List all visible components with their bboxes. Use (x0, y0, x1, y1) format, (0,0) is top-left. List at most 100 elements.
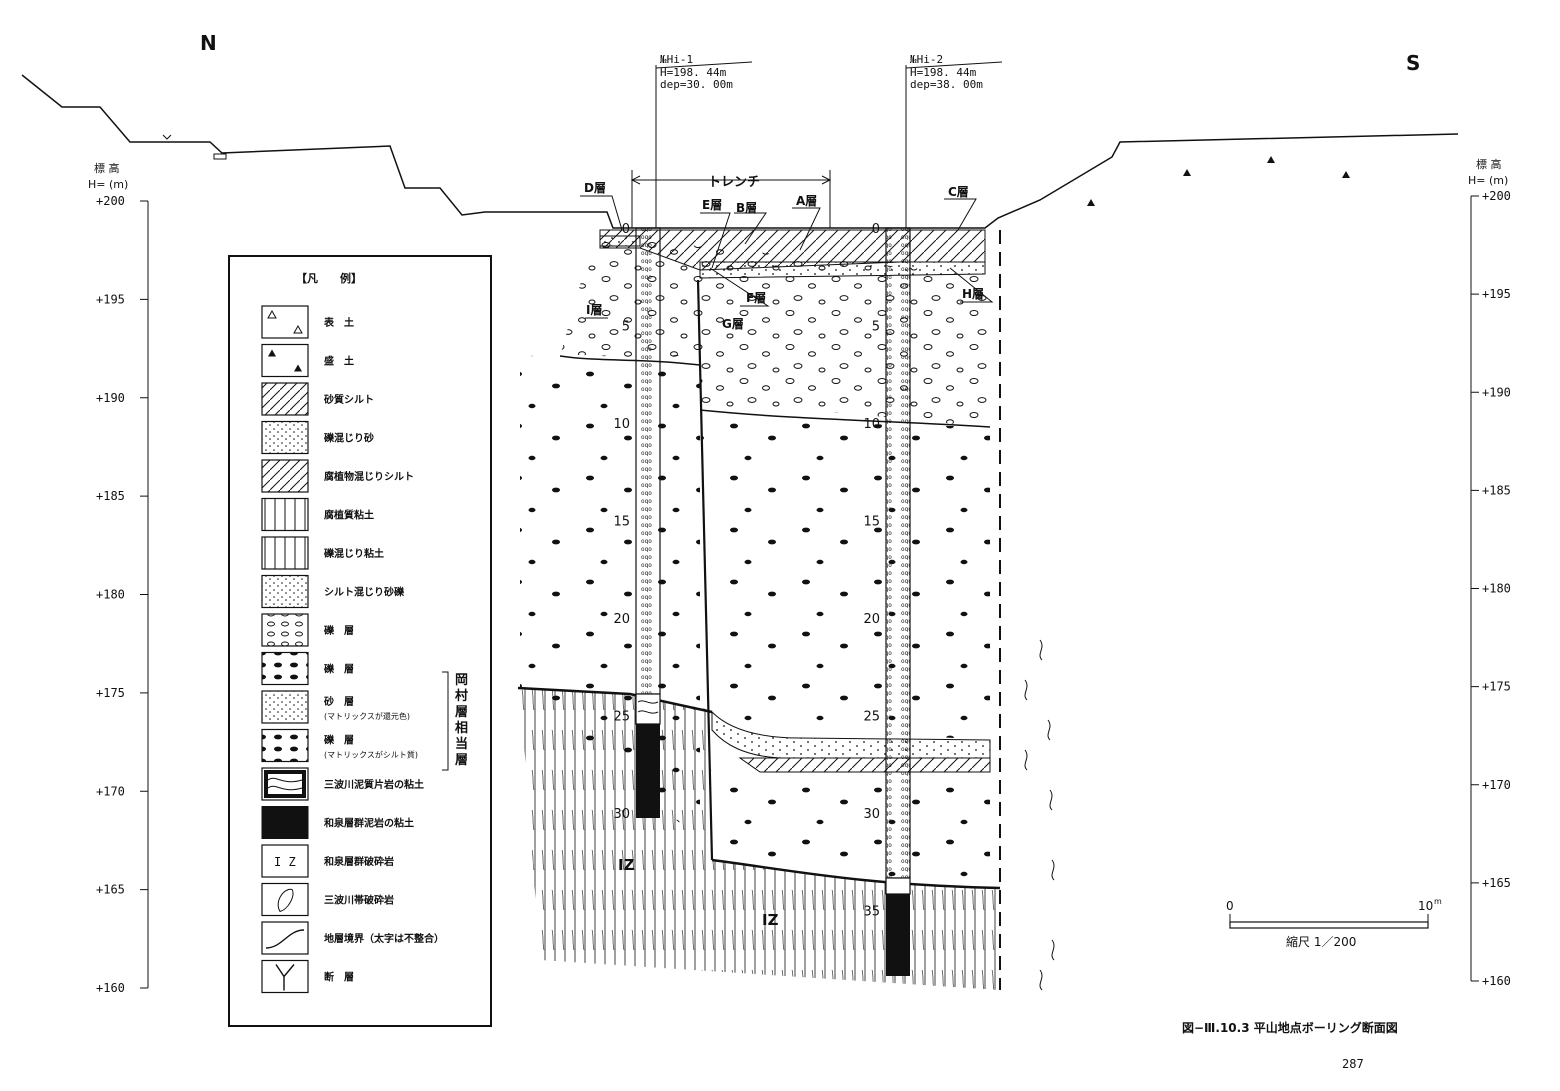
depth-mark: 5 (622, 320, 630, 335)
south-label: S (1406, 51, 1420, 75)
depth-mark: 25 (863, 710, 880, 725)
legend-item-label: 和泉層群破砕岩 (323, 855, 394, 868)
legend-title: 【凡 例】 (296, 271, 362, 285)
fill-marker (1267, 156, 1275, 163)
layer-H-label: H層 (962, 287, 984, 301)
trench-label: トレンチ (708, 175, 760, 190)
scale-start: 0 (1226, 899, 1234, 913)
ground-profile (21, 74, 1459, 229)
legend-swatch: I Z (261, 844, 309, 878)
layer-B-label: B層 (736, 201, 757, 215)
left-axis-tick-label: +190 (96, 391, 125, 405)
legend-swatch (261, 574, 309, 609)
elev-label-left-2: H= (m) (88, 178, 128, 191)
figure-caption: 図−Ⅲ.10.3 平山地点ボーリング断面図 (1182, 1020, 1398, 1035)
vegetation-symbol (162, 134, 172, 140)
gravel-unit-I (560, 238, 990, 427)
legend-swatch (261, 728, 309, 763)
okamura-gravel-east (700, 420, 990, 740)
legend-group-label-char: 当 (455, 736, 468, 752)
right-axis-tick-label: +200 (1482, 189, 1511, 203)
depth-mark: 35 (863, 905, 880, 920)
unconformity-line (711, 858, 1001, 890)
borehole-hi-2 (885, 61, 1003, 976)
legend-item-label: 礫混じり粘土 (324, 547, 384, 560)
legend-item-sublabel: (マトリックスがシルト質) (324, 750, 418, 760)
right-axis-tick-label: +190 (1482, 385, 1511, 399)
bh1-name: №Hi-1 (660, 53, 693, 66)
legend-swatch (261, 690, 309, 724)
legend-item-label: 三波川泥質片岩の粘土 (324, 778, 424, 791)
legend-item-label: 礫 層 (324, 734, 354, 747)
left-axis-tick-label: +175 (96, 686, 125, 700)
right-axis-tick-label: +160 (1482, 974, 1511, 988)
bh2-name: №Hi-2 (910, 53, 943, 66)
ditch-symbol (213, 153, 227, 160)
left-axis-tick-label: +160 (96, 981, 125, 995)
fill-marker (1087, 199, 1095, 206)
legend-item-label: 腐植質粘土 (324, 509, 374, 522)
depth-mark: 30 (613, 807, 630, 822)
legend-item-label: 三波川帯破砕岩 (324, 894, 394, 907)
legend-swatch (261, 882, 309, 917)
legend-item-sublabel: (マトリックスが還元色) (324, 711, 410, 721)
legend-item-label: 腐植物混じりシルト (324, 470, 414, 483)
legend-group-label-char: 村 (455, 688, 468, 704)
depth-mark: 25 (613, 710, 630, 725)
legend-item-label: 盛 土 (324, 355, 354, 368)
legend-swatch (261, 806, 309, 839)
boundary-line (699, 409, 991, 428)
depth-mark: 5 (872, 320, 880, 335)
legend-swatch (261, 613, 309, 647)
depth-mark: 20 (863, 612, 880, 627)
layer-A-label: A層 (796, 194, 817, 208)
depth-mark: 15 (613, 515, 630, 530)
legend-item-label: 礫 層 (324, 663, 354, 676)
layer-D-label: D層 (584, 181, 606, 195)
right-axis-tick-label: +175 (1482, 680, 1511, 694)
legend-item-label: 和泉層群泥岩の粘土 (323, 817, 414, 830)
left-axis-tick-label: +170 (96, 784, 125, 798)
elev-label-left-1: 標 高 (94, 161, 120, 175)
depth-mark: 20 (613, 612, 630, 627)
legend-group-label-char: 層 (455, 705, 468, 720)
legend-item-label: シルト混じり砂礫 (324, 586, 405, 599)
layer-G-label: G層 (722, 317, 744, 331)
fill-marker (1342, 171, 1350, 178)
legend-swatch (261, 459, 309, 493)
legend-item-label: 礫 層 (324, 624, 354, 637)
scale-bar (1229, 914, 1429, 929)
unconformity-line (517, 686, 713, 714)
legend-item-label: 礫混じり砂 (324, 432, 374, 445)
legend-swatch (261, 382, 309, 416)
left-axis-tick-label: +180 (96, 588, 125, 602)
right-axis-tick-label: +170 (1482, 778, 1511, 792)
legend-group-label-char: 岡 (455, 673, 468, 688)
right-axis-tick-label: +180 (1482, 582, 1511, 596)
sanbagawa-symbols (1024, 639, 1055, 991)
legend-iz-text: I Z (274, 855, 296, 869)
page-number: 287 (1342, 1057, 1364, 1071)
depth-mark: 10 (863, 417, 880, 432)
layer-F-label: F層 (746, 291, 766, 305)
scale-end: 10 (1418, 899, 1433, 913)
legend-swatch (261, 343, 309, 378)
left-axis-tick-label: +195 (96, 292, 125, 306)
scale-caption: 縮尺 1／200 (1286, 934, 1356, 949)
bh1-depth: dep=30. 00m (660, 78, 733, 91)
fill-marker (1183, 169, 1191, 176)
left-axis-tick-label: +165 (96, 883, 125, 897)
legend-swatch (261, 536, 309, 570)
depth-mark: 0 (622, 222, 630, 237)
right-axis-tick-label: +195 (1482, 287, 1511, 301)
layer-E-label: E層 (702, 198, 722, 212)
iz-label-west: IZ (618, 856, 635, 874)
bh2-depth: dep=38. 00m (910, 78, 983, 91)
left-axis-tick-label: +200 (96, 194, 125, 208)
iz-label-east: IZ (762, 911, 779, 929)
legend-swatch (261, 305, 309, 339)
legend-panel (228, 255, 492, 1027)
